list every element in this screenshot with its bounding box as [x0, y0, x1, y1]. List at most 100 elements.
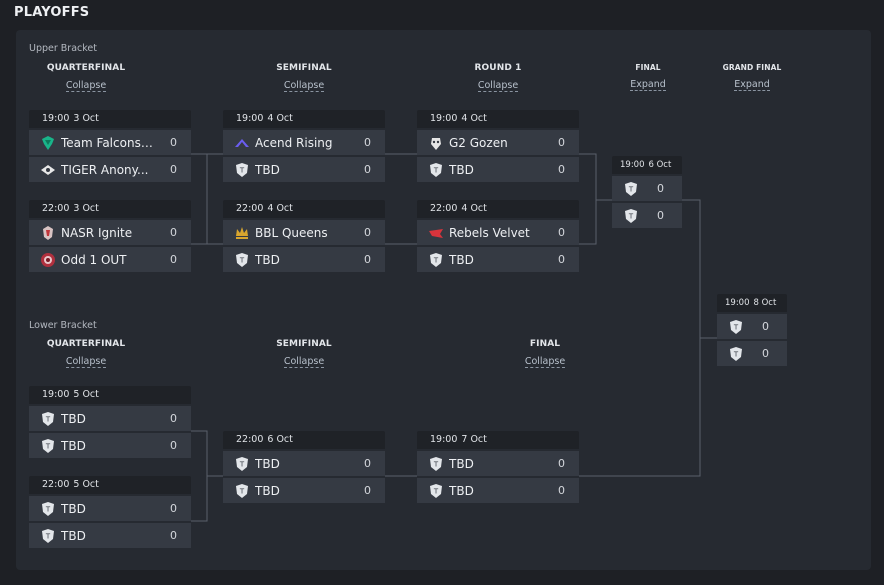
- team-name: TBD: [449, 483, 474, 498]
- match-time: 19:00: [42, 113, 70, 124]
- tbd-shield-icon: T: [234, 483, 250, 499]
- team-row[interactable]: T 0: [612, 203, 682, 228]
- team-score: 0: [170, 412, 177, 425]
- match-time: 22:00: [42, 203, 70, 214]
- team-row[interactable]: Rebels Velvet 0: [417, 220, 579, 245]
- team-name: Acend Rising: [255, 135, 333, 150]
- match-time: 22:00: [236, 203, 264, 214]
- team-row[interactable]: Odd 1 OUT 0: [29, 247, 191, 272]
- team-name: TBD: [61, 411, 86, 426]
- match-date: 7 Oct: [461, 434, 487, 445]
- team-row[interactable]: Team Falcons ... 0: [29, 130, 191, 155]
- g2-logo-icon: [428, 135, 444, 151]
- collapse-toggle[interactable]: Collapse: [65, 80, 107, 92]
- team-score: 0: [762, 320, 769, 333]
- team-score: 0: [364, 457, 371, 470]
- svg-text:T: T: [239, 460, 245, 468]
- team-name: TBD: [449, 252, 474, 267]
- collapse-toggle[interactable]: Collapse: [283, 80, 325, 92]
- lower-col-semifinal: SEMIFINAL Collapse: [254, 339, 354, 368]
- expand-toggle[interactable]: Expand: [734, 79, 770, 91]
- team-row[interactable]: T TBD 0: [223, 478, 385, 503]
- collapse-toggle[interactable]: Collapse: [283, 356, 325, 368]
- match-date: 6 Oct: [267, 434, 293, 445]
- team-row[interactable]: T TBD 0: [29, 523, 191, 548]
- team-name: TBD: [61, 501, 86, 516]
- team-row[interactable]: BBL Queens 0: [223, 220, 385, 245]
- team-row[interactable]: G2 Gozen 0: [417, 130, 579, 155]
- svg-text:T: T: [433, 166, 439, 174]
- team-score: 0: [558, 136, 565, 149]
- match-date: 3 Oct: [73, 203, 99, 214]
- team-row[interactable]: T TBD 0: [223, 157, 385, 182]
- team-name: TBD: [255, 162, 280, 177]
- team-row[interactable]: T 0: [717, 341, 787, 366]
- team-row[interactable]: T 0: [612, 176, 682, 201]
- team-row[interactable]: NASR Ignite 0: [29, 220, 191, 245]
- team-score: 0: [364, 226, 371, 239]
- team-row[interactable]: T TBD 0: [29, 406, 191, 431]
- team-score: 0: [170, 439, 177, 452]
- tbd-shield-icon: T: [428, 456, 444, 472]
- upper-col-final: FINAL Expand: [612, 63, 684, 91]
- team-score: 0: [558, 484, 565, 497]
- tbd-shield-icon: T: [234, 456, 250, 472]
- match-time: 22:00: [236, 434, 264, 445]
- column-title: GRAND FINAL: [722, 63, 782, 72]
- match-time: 19:00: [725, 298, 750, 308]
- team-row[interactable]: T TBD 0: [223, 451, 385, 476]
- svg-text:T: T: [433, 487, 439, 495]
- team-score: 0: [364, 136, 371, 149]
- match-time: 19:00: [236, 113, 264, 124]
- collapse-toggle[interactable]: Collapse: [65, 356, 107, 368]
- upper-bracket-label: Upper Bracket: [29, 43, 97, 54]
- collapse-toggle[interactable]: Collapse: [477, 80, 519, 92]
- team-row[interactable]: T TBD 0: [417, 247, 579, 272]
- team-row[interactable]: T TBD 0: [223, 247, 385, 272]
- team-name: Team Falcons ...: [61, 135, 153, 150]
- team-score: 0: [762, 347, 769, 360]
- svg-text:T: T: [733, 350, 739, 358]
- falcon-logo-icon: [40, 135, 56, 151]
- team-row[interactable]: TIGER Anony... 0: [29, 157, 191, 182]
- team-row[interactable]: T TBD 0: [417, 157, 579, 182]
- team-row[interactable]: T 0: [717, 314, 787, 339]
- match-date: 6 Oct: [648, 160, 672, 170]
- expand-toggle[interactable]: Expand: [630, 79, 666, 91]
- team-row[interactable]: T TBD 0: [417, 478, 579, 503]
- team-score: 0: [364, 253, 371, 266]
- team-row[interactable]: T TBD 0: [417, 451, 579, 476]
- team-name: TBD: [61, 528, 86, 543]
- team-row[interactable]: T TBD 0: [29, 496, 191, 521]
- match-time: 22:00: [430, 203, 458, 214]
- acend-logo-icon: [234, 135, 250, 151]
- column-title: QUARTERFINAL: [46, 339, 126, 349]
- team-row[interactable]: T TBD 0: [29, 433, 191, 458]
- match-date: 3 Oct: [73, 113, 99, 124]
- svg-text:T: T: [239, 256, 245, 264]
- collapse-toggle[interactable]: Collapse: [524, 356, 566, 368]
- match-time: 22:00: [42, 479, 70, 490]
- team-row[interactable]: Acend Rising 0: [223, 130, 385, 155]
- match-date: 4 Oct: [267, 113, 293, 124]
- svg-text:T: T: [45, 415, 51, 423]
- tbd-shield-icon: T: [728, 319, 744, 335]
- match-date: 5 Oct: [73, 479, 99, 490]
